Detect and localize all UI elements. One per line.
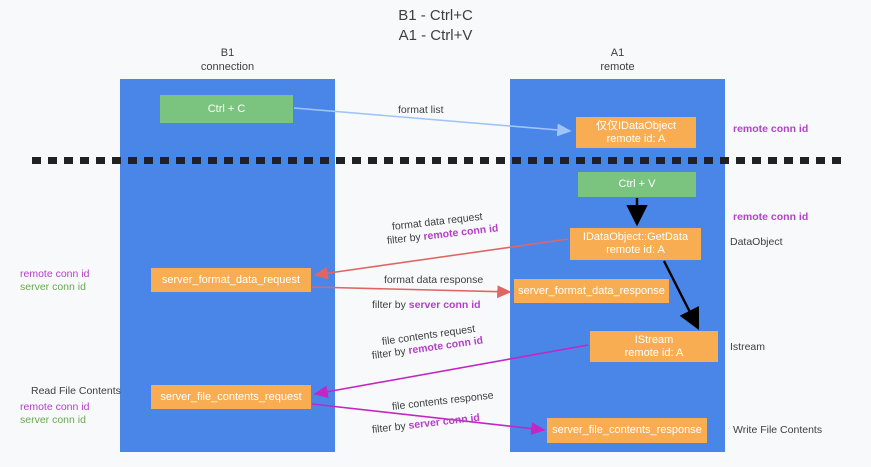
annotation-left-server-conn-id-2: server conn id <box>20 414 86 426</box>
box-istream[interactable]: IStream remote id: A <box>590 331 718 362</box>
annotation-left-server-conn-id-1: server conn id <box>20 281 86 293</box>
title-line-1: B1 - Ctrl+C <box>398 7 473 24</box>
box-server-file-contents-request[interactable]: server_file_contents_request <box>151 385 311 409</box>
annotation-right-remote-conn-id-2: remote conn id <box>733 211 809 223</box>
title-line-2: A1 - Ctrl+V <box>398 27 473 44</box>
arrow-format-list <box>293 107 572 137</box>
filter-prefix: filter by <box>372 299 409 311</box>
flow-label-format-data-response: format data response <box>384 273 483 287</box>
box-file-request-label: server_file_contents_request <box>160 390 302 403</box>
box-idataobject-getdata[interactable]: IDataObject::GetData remote id: A <box>570 228 701 260</box>
arrow-format-data-response <box>311 285 512 299</box>
annotation-left-remote-conn-id-2: remote conn id <box>20 401 90 413</box>
box-server-format-data-request[interactable]: server_format_data_request <box>151 268 311 292</box>
box-getdata-line2: remote id: A <box>606 244 665 256</box>
arrow-format-data-request <box>313 238 569 280</box>
annotation-right-remote-conn-id-1: remote conn id <box>733 123 809 135</box>
annotation-left-remote-conn-id-1: remote conn id <box>20 268 90 280</box>
arrow-getdata-istream <box>662 260 700 331</box>
annotation-left-conn-ids-top: remote conn id server conn id <box>20 268 89 294</box>
box-idataobject[interactable]: 仅仅IDataObject remote id: A <box>576 117 696 148</box>
box-getdata-line1: IDataObject::GetData <box>582 231 689 243</box>
box-istream-line1: IStream <box>634 333 674 346</box>
box-server-format-data-response[interactable]: server_format_data_response <box>514 279 669 303</box>
flow-label-format-list-text: format list <box>398 104 444 116</box>
lane-a1-name: A1 <box>610 47 625 59</box>
box-file-response-label: server_file_contents_response <box>552 424 702 436</box>
box-fmt-response-label: server_format_data_response <box>518 284 665 297</box>
annotation-left-conn-ids-bottom: remote conn id server conn id <box>20 401 89 427</box>
lane-header-b1: B1 connection <box>120 46 335 74</box>
filter-key-server-conn-id: server conn id <box>408 299 481 311</box>
lane-header-a1: A1 remote <box>510 46 725 74</box>
annotation-right-write-file-contents: Write File Contents <box>733 424 823 436</box>
box-ctrl-c[interactable]: Ctrl + C <box>160 95 293 123</box>
page-title: B1 - Ctrl+C A1 - Ctrl+V <box>0 6 871 46</box>
box-istream-line2: remote id: A <box>624 346 684 359</box>
arrow-file-contents-request <box>313 344 589 399</box>
flow-label-format-data-response-text: format data response <box>384 274 484 286</box>
lane-a1-sub: remote <box>600 61 635 73</box>
box-server-file-contents-response[interactable]: server_file_contents_response <box>547 418 707 443</box>
annotation-right-dataobject: DataObject <box>730 236 783 248</box>
lane-b1-sub: connection <box>200 61 255 73</box>
box-ctrl-v[interactable]: Ctrl + V <box>578 172 696 197</box>
phase-divider <box>32 157 842 164</box>
box-idataobject-line2: remote id: A <box>606 132 666 145</box>
lane-b1-name: B1 <box>220 47 235 59</box>
annotation-left-read-file-contents: Read File Contents <box>31 385 121 397</box>
box-ctrl-c-label: Ctrl + C <box>207 102 246 115</box>
box-idataobject-line1: 仅仅IDataObject <box>595 119 677 132</box>
box-ctrl-v-label: Ctrl + V <box>618 178 656 190</box>
box-fmt-request-label: server_format_data_request <box>161 273 301 286</box>
flow-label-format-data-response-filter: filter by server conn id <box>372 298 481 312</box>
arrow-file-contents-response <box>311 403 546 435</box>
flow-label-format-list: format list <box>398 103 444 117</box>
annotation-right-istream: Istream <box>730 341 766 353</box>
